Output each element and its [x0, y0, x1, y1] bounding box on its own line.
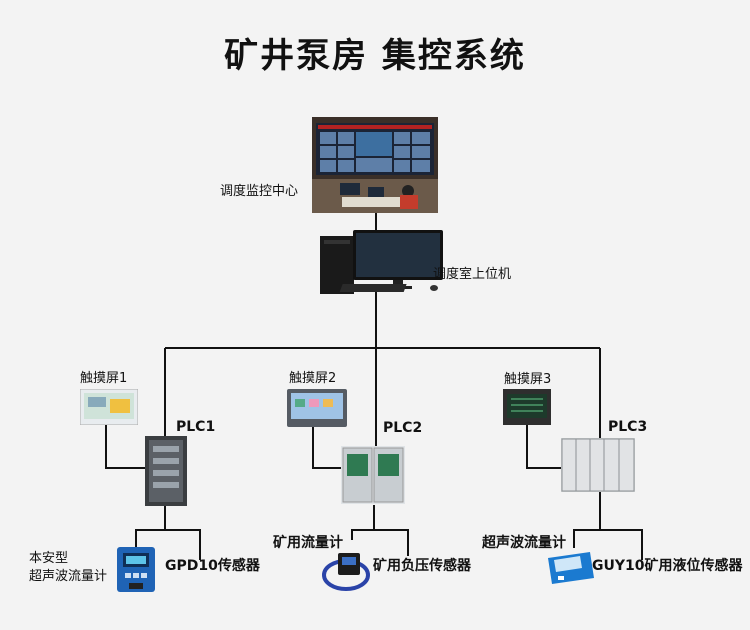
intrinsic-flowmeter-label-line2: 超声波流量计	[29, 569, 108, 584]
plc-2-label: PLC2	[383, 420, 423, 436]
intrinsic-flowmeter-image	[117, 547, 155, 592]
mine-flowmeter-label: 矿用流量计	[273, 535, 343, 551]
negative-pressure-sensor-label: 矿用负压传感器	[373, 558, 471, 574]
touch-screen-1-image	[80, 389, 138, 425]
mine-flowmeter-image	[322, 553, 370, 591]
intrinsic-flowmeter-label-line1: 本安型	[29, 551, 69, 566]
touch-screen-1-label: 触摸屏1	[80, 371, 128, 386]
guy10-label: GUY10矿用液位传感器	[592, 558, 743, 574]
gpd10-label: GPD10传感器	[165, 558, 260, 574]
ultrasonic-flowmeter-image	[548, 552, 594, 584]
host-pc-label: 调度室上位机	[433, 267, 512, 282]
touch-screen-2-label: 触摸屏2	[289, 371, 337, 386]
plc-3-cabinet-image	[561, 438, 635, 492]
plc-1-cabinet-image	[145, 436, 187, 506]
dispatch-center-label: 调度监控中心	[220, 184, 299, 199]
host-pc-image	[320, 230, 443, 294]
plc-1-label: PLC1	[176, 419, 216, 435]
touch-screen-3-image	[503, 389, 551, 425]
page-title: 矿井泵房 集控系统	[224, 36, 526, 76]
touch-screen-2-image	[287, 389, 347, 427]
plc-3-label: PLC3	[608, 419, 648, 435]
touch-screen-3-label: 触摸屏3	[504, 372, 552, 387]
ultrasonic-flowmeter-label: 超声波流量计	[482, 535, 566, 551]
plc-2-cabinet-image	[341, 446, 405, 504]
dispatch-center-image	[312, 117, 438, 213]
